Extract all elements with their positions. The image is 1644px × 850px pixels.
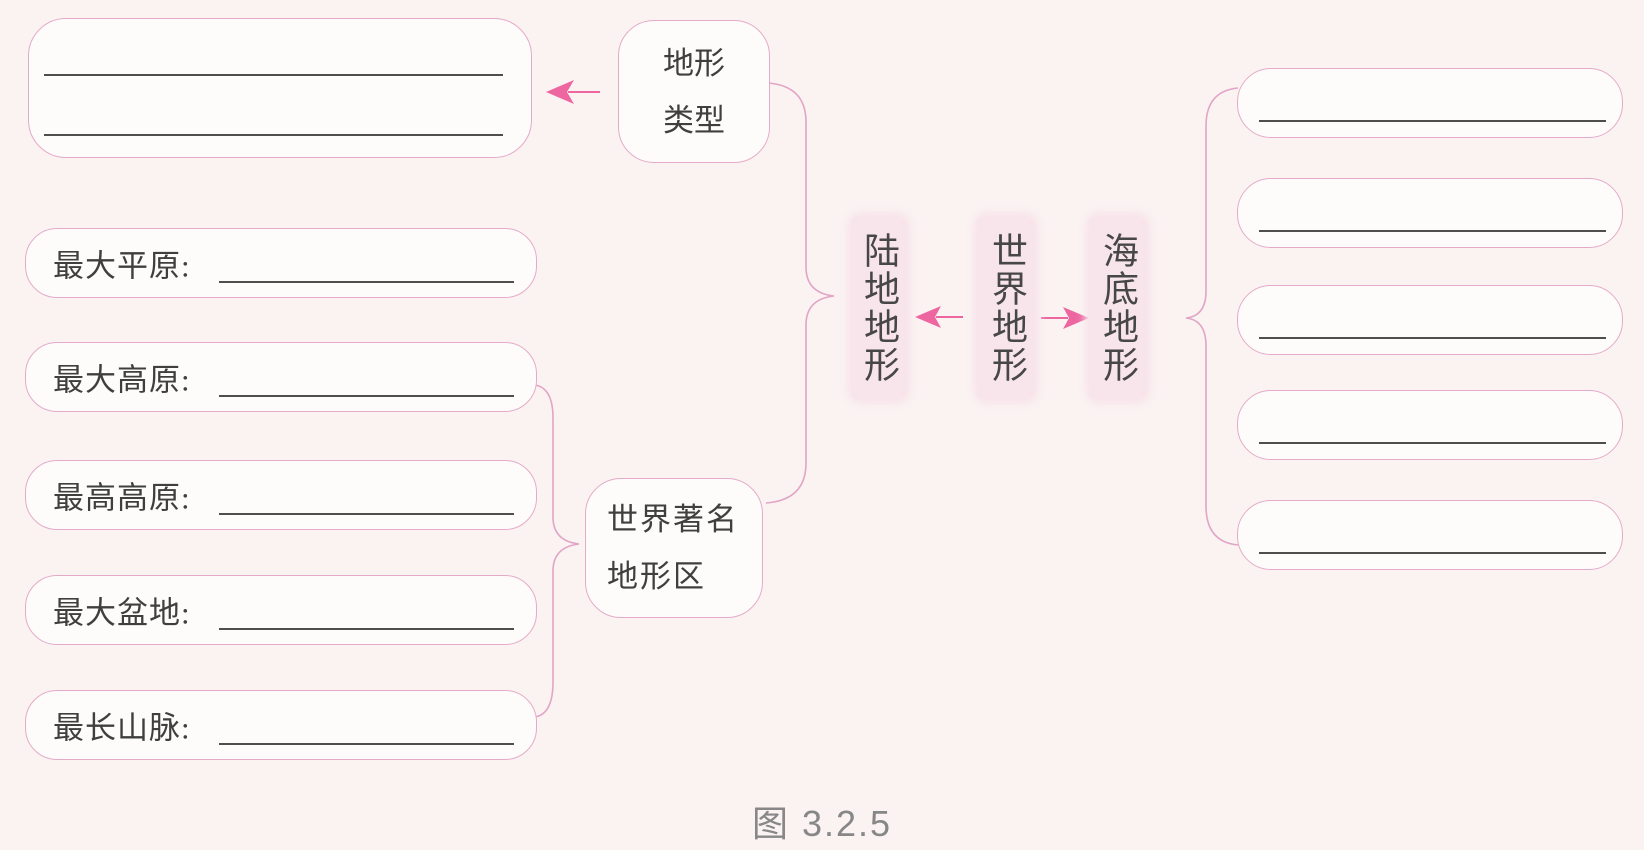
blank-line	[219, 743, 514, 745]
famous-item-label: 最长山脉:	[53, 710, 191, 746]
famous-item-box-largest-plateau: 最大高原:	[25, 342, 537, 412]
node-famous-regions-line1: 世界著名	[607, 502, 739, 537]
figure-caption: 图 3.2.5	[751, 803, 893, 844]
landform-types-detail-box	[28, 18, 532, 158]
arrow-left-icon	[546, 80, 600, 104]
highlight-strip	[1089, 216, 1147, 400]
famous-item-label: 最大盆地:	[53, 595, 191, 631]
node-landform-types-line1: 地形	[663, 46, 725, 81]
node-famous-landform-regions: 世界著名 地形区	[585, 478, 763, 618]
seabed-blank-box	[1237, 285, 1623, 355]
node-famous-regions-line2: 地形区	[607, 559, 706, 594]
seabed-blank-box	[1237, 390, 1623, 460]
famous-item-box-largest-plain: 最大平原:	[25, 228, 537, 298]
node-landform-types: 地形 类型	[618, 20, 770, 163]
blank-line	[219, 281, 514, 283]
brace-land-branch	[765, 82, 835, 504]
brace-seabed-boxes	[1185, 87, 1239, 546]
seabed-blank-box	[1237, 68, 1623, 138]
highlight-strip	[851, 216, 907, 400]
arrow-right-icon	[1041, 307, 1089, 329]
blank-line	[44, 74, 503, 76]
blank-line	[1259, 442, 1606, 444]
famous-item-box-longest-mountain-range: 最长山脉:	[25, 690, 537, 760]
highlight-strip	[977, 216, 1035, 400]
branch-label-seabed-landforms: 海底地形	[1098, 232, 1138, 384]
famous-item-label: 最大高原:	[53, 362, 191, 398]
root-label-world-landforms: 世界地形	[987, 232, 1027, 384]
branch-label-land-landforms: 陆地地形	[859, 232, 899, 384]
famous-item-label: 最大平原:	[53, 248, 191, 284]
blank-line	[219, 395, 514, 397]
seabed-blank-box	[1237, 500, 1623, 570]
famous-item-box-largest-basin: 最大盆地:	[25, 575, 537, 645]
blank-line	[1259, 337, 1606, 339]
arrow-left-icon	[915, 306, 963, 328]
famous-item-label: 最高高原:	[53, 480, 191, 516]
blank-line	[219, 513, 514, 515]
blank-line	[1259, 230, 1606, 232]
blank-line	[44, 134, 503, 136]
seabed-blank-box	[1237, 178, 1623, 248]
node-landform-types-line2: 类型	[663, 103, 725, 138]
famous-item-box-highest-plateau: 最高高原:	[25, 460, 537, 530]
blank-line	[219, 628, 514, 630]
brace-famous-items	[534, 384, 580, 718]
blank-line	[1259, 120, 1606, 122]
blank-line	[1259, 552, 1606, 554]
